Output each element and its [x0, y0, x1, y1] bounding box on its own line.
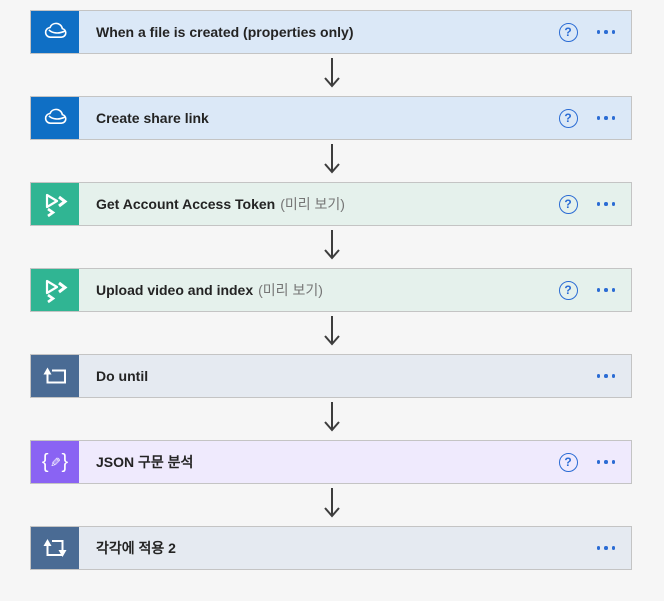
step-label: When a file is created (properties only): [96, 11, 559, 53]
step-label: 각각에 적용 2: [96, 527, 595, 569]
step-title: Upload video and index: [96, 282, 254, 298]
card-controls: ?: [558, 97, 632, 139]
help-button[interactable]: ?: [558, 22, 578, 42]
step-label: JSON 구문 분석: [96, 441, 559, 483]
flow-connector-arrow: [324, 230, 340, 260]
flow-connector-arrow: [324, 58, 340, 88]
help-button[interactable]: ?: [558, 108, 578, 128]
apply-to-each-loop-icon: [31, 527, 79, 569]
step-title: Get Account Access Token: [96, 196, 276, 212]
flow-step-create-share-link[interactable]: Create share link ?: [30, 96, 632, 140]
card-controls: [595, 527, 632, 569]
step-title: JSON 구문 분석: [96, 454, 194, 470]
step-title: 각각에 적용 2: [96, 540, 176, 556]
ellipsis-menu-button[interactable]: [595, 26, 618, 38]
onedrive-cloud-icon: [31, 11, 79, 53]
card-controls: ?: [558, 269, 632, 311]
step-preview-suffix: (미리 보기): [280, 196, 345, 212]
ellipsis-menu-button[interactable]: [595, 112, 618, 124]
flow-step-apply-to-each-2[interactable]: 각각에 적용 2: [30, 526, 632, 570]
parse-json-icon: {✎}: [31, 441, 79, 483]
help-button[interactable]: ?: [558, 194, 578, 214]
step-label: Do until: [96, 355, 595, 397]
flow-connector-arrow: [324, 144, 340, 174]
step-label: Upload video and index (미리 보기): [96, 269, 559, 311]
flow-step-parse-json[interactable]: {✎} JSON 구문 분석 ?: [30, 440, 632, 484]
step-label: Get Account Access Token (미리 보기): [96, 183, 559, 225]
flow-connector-arrow: [324, 402, 340, 432]
flow-connector-arrow: [324, 316, 340, 346]
ellipsis-menu-button[interactable]: [595, 198, 618, 210]
video-indexer-play-icon: [31, 183, 79, 225]
ellipsis-menu-button[interactable]: [595, 456, 618, 468]
ellipsis-menu-button[interactable]: [595, 370, 618, 382]
flow-step-get-account-access-token[interactable]: Get Account Access Token (미리 보기) ?: [30, 182, 632, 226]
step-title: Do until: [96, 368, 149, 384]
flow-step-do-until[interactable]: Do until: [30, 354, 632, 398]
card-controls: ?: [558, 11, 632, 53]
step-title: Create share link: [96, 110, 209, 126]
flow-connector-arrow: [324, 488, 340, 518]
onedrive-cloud-icon: [31, 97, 79, 139]
flow-step-when-file-created[interactable]: When a file is created (properties only)…: [30, 10, 632, 54]
card-controls: ?: [558, 441, 632, 483]
do-until-loop-icon: [31, 355, 79, 397]
ellipsis-menu-button[interactable]: [595, 284, 618, 296]
ellipsis-menu-button[interactable]: [595, 542, 618, 554]
step-title: When a file is created (properties only): [96, 24, 354, 40]
help-button[interactable]: ?: [558, 280, 578, 300]
step-label: Create share link: [96, 97, 559, 139]
video-indexer-play-icon: [31, 269, 79, 311]
flow-step-upload-video-and-index[interactable]: Upload video and index (미리 보기) ?: [30, 268, 632, 312]
card-controls: ?: [558, 183, 632, 225]
help-button[interactable]: ?: [558, 452, 578, 472]
step-preview-suffix: (미리 보기): [258, 282, 323, 298]
card-controls: [595, 355, 632, 397]
